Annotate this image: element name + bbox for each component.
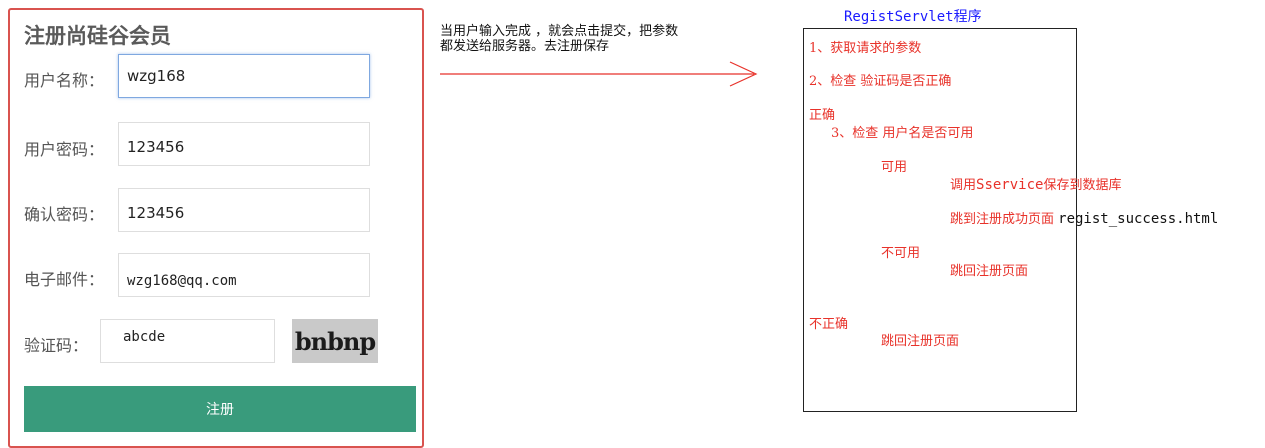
annotation-line-1: 当用户输入完成 ，就会点击提交，把参数 [440, 24, 679, 39]
servlet-title: RegistServlet程序 [844, 9, 982, 25]
jump-back-register-1: 跳回注册页面 [950, 264, 1029, 279]
email-input[interactable]: wzg168@qq.com [118, 253, 370, 297]
captcha-input[interactable]: abcde [100, 319, 275, 363]
servlet-box [803, 28, 1077, 412]
call-service-prefix: 调用 [950, 178, 977, 193]
call-service-suffix: 保存到数据库 [1043, 178, 1122, 193]
call-service-save: 调用Sservice保存到数据库 [950, 174, 1121, 193]
branch-available: 可用 [881, 160, 908, 175]
branch-incorrect: 不正确 [809, 317, 849, 332]
confirm-password-label: 确认密码： [24, 205, 105, 224]
register-form-panel: 注册尚硅谷会员 用户名称： wzg168 用户密码： 123456 确认密码： … [8, 8, 424, 448]
email-label: 电子邮件： [24, 270, 105, 289]
submit-annotation: 当用户输入完成 ，就会点击提交，把参数 都发送给服务器。去注册保存 [440, 24, 770, 54]
step-2-check-captcha: 2、检查 验证码是否正确 [809, 74, 952, 89]
annotation-line-2: 都发送给服务器。去注册保存 [440, 39, 610, 54]
call-service-code: Sservice [976, 177, 1044, 193]
step-1-get-params: 1、获取请求的参数 [809, 41, 922, 56]
username-label: 用户名称： [24, 71, 105, 90]
jump-success-prefix: 跳到注册成功页面 [950, 212, 1059, 227]
jump-back-register-2: 跳回注册页面 [881, 334, 960, 349]
flow-arrow [440, 61, 758, 87]
step-3-check-username: 3、检查 用户名是否可用 [831, 126, 974, 141]
arrow-head [729, 61, 758, 87]
password-input[interactable]: 123456 [118, 122, 370, 166]
branch-unavailable: 不可用 [881, 246, 921, 261]
branch-correct: 正确 [809, 108, 836, 123]
confirm-password-input[interactable]: 123456 [118, 188, 370, 232]
form-title: 注册尚硅谷会员 [24, 24, 171, 48]
register-submit-button[interactable]: 注册 [24, 386, 416, 432]
jump-success-code: regist_success.html [1058, 211, 1219, 227]
captcha-image[interactable]: bnbnp [292, 319, 378, 363]
captcha-label: 验证码： [24, 336, 89, 355]
password-label: 用户密码： [24, 140, 105, 159]
username-input[interactable]: wzg168 [118, 54, 370, 98]
jump-to-success: 跳到注册成功页面 regist_success.html [950, 208, 1218, 227]
